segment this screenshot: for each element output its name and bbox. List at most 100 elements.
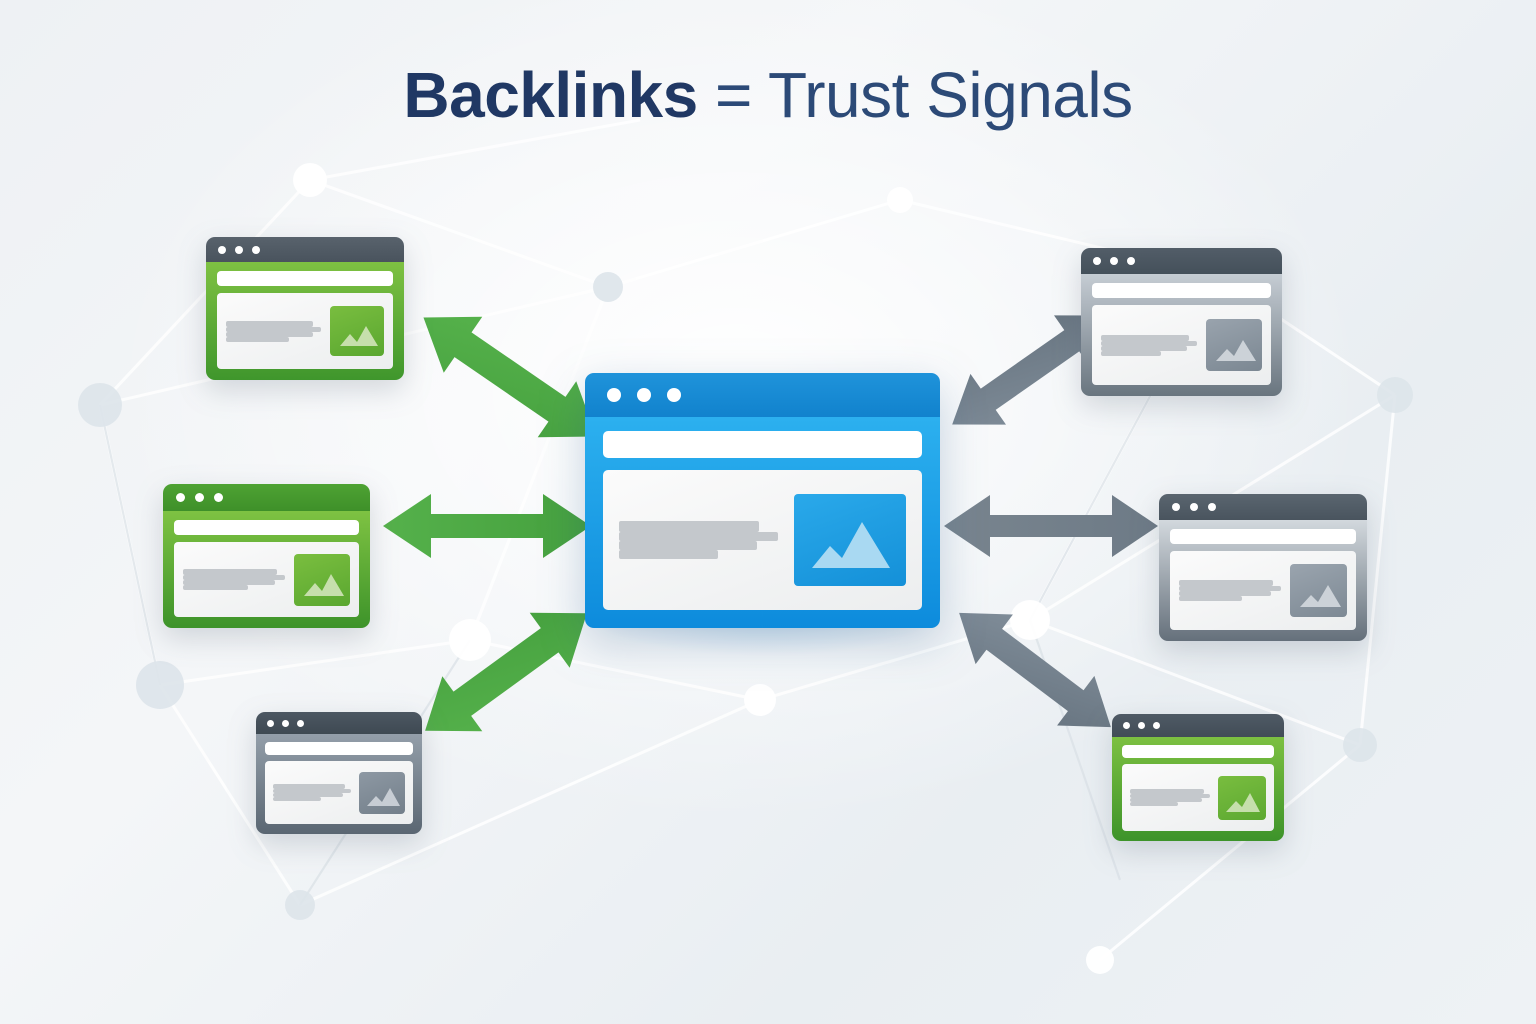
image-thumbnail (794, 494, 906, 586)
window-dot (214, 493, 223, 502)
node-bottom-left[interactable] (256, 712, 422, 834)
text-line (183, 585, 249, 590)
window-body (256, 734, 422, 834)
window-dot (267, 719, 274, 727)
window-content (265, 761, 413, 824)
window-dot (297, 719, 304, 727)
titlebar (256, 712, 422, 734)
arrow-middle-left (383, 494, 591, 558)
url-bar[interactable] (265, 742, 413, 755)
text-line (1101, 340, 1197, 346)
text-lines (226, 320, 321, 342)
window-dot (1127, 257, 1135, 265)
url-bar[interactable] (217, 271, 393, 286)
node-middle-left[interactable] (163, 484, 370, 628)
titlebar (206, 237, 404, 262)
node-center-website[interactable] (585, 373, 940, 628)
image-thumbnail (330, 306, 384, 356)
window-dot (176, 493, 185, 502)
titlebar (585, 373, 940, 417)
window-dot (1208, 503, 1216, 511)
titlebar (1112, 714, 1284, 737)
window-dot (1153, 722, 1160, 729)
window-dot (607, 388, 621, 402)
text-line (273, 797, 322, 801)
text-lines (1179, 580, 1281, 601)
window-dot (667, 388, 681, 402)
text-line (1130, 798, 1202, 802)
node-bottom-right[interactable] (1112, 714, 1284, 841)
image-thumbnail (1290, 564, 1347, 617)
text-lines (183, 569, 285, 590)
window-body (206, 262, 404, 380)
text-line (619, 550, 718, 559)
window-dot (637, 388, 651, 402)
window-dot (1172, 503, 1180, 511)
image-thumbnail (359, 771, 405, 814)
window-dot (218, 245, 226, 254)
text-line (1130, 789, 1204, 794)
text-line (1101, 334, 1190, 341)
arrow-bottom-left (425, 612, 587, 732)
text-line (619, 521, 759, 532)
window-dot (195, 493, 204, 502)
window-body (585, 417, 940, 628)
window-dot (1093, 257, 1101, 265)
text-lines (273, 784, 351, 801)
url-bar[interactable] (1092, 283, 1271, 298)
text-line (273, 789, 351, 793)
title-light: = Trust Signals (697, 59, 1133, 131)
window-body (163, 511, 370, 628)
window-content (217, 293, 393, 369)
node-middle-right[interactable] (1159, 494, 1367, 641)
node-top-right[interactable] (1081, 248, 1282, 396)
arrow-top-left (423, 316, 597, 438)
url-bar[interactable] (1170, 529, 1356, 544)
node-top-left[interactable] (206, 237, 404, 380)
window-dot (235, 245, 243, 254)
text-line (273, 784, 345, 789)
window-body (1159, 520, 1367, 641)
window-body (1112, 737, 1284, 841)
titlebar (163, 484, 370, 511)
text-line (619, 532, 778, 541)
text-line (1101, 345, 1188, 351)
text-line (1179, 586, 1281, 591)
arrow-top-right (952, 315, 1108, 425)
text-line (1101, 350, 1161, 356)
url-bar[interactable] (174, 520, 359, 535)
window-dot (1190, 503, 1198, 511)
image-thumbnail (1218, 775, 1266, 820)
text-line (226, 320, 314, 327)
window-dot (1138, 722, 1145, 729)
window-dot (282, 719, 289, 727)
url-bar[interactable] (603, 431, 922, 458)
window-content (1122, 764, 1274, 831)
url-bar[interactable] (1122, 745, 1274, 758)
text-line (1179, 591, 1271, 596)
text-line (183, 575, 285, 580)
window-content (1170, 551, 1356, 630)
image-thumbnail (294, 553, 350, 606)
text-line (1179, 596, 1243, 601)
titlebar (1081, 248, 1282, 274)
title-strong: Backlinks (403, 59, 698, 131)
text-line (183, 569, 277, 575)
text-line (183, 580, 275, 585)
page-title: Backlinks = Trust Signals (0, 59, 1536, 131)
text-line (1179, 580, 1273, 586)
text-line (273, 793, 344, 797)
text-lines (1130, 789, 1210, 806)
image-thumbnail (1206, 319, 1262, 371)
titlebar (1159, 494, 1367, 520)
text-line (226, 326, 321, 332)
window-dot (1123, 722, 1130, 729)
window-dot (252, 245, 260, 254)
text-line (1130, 802, 1178, 806)
text-lines (1101, 334, 1197, 356)
text-line (226, 331, 314, 337)
text-line (226, 336, 289, 342)
window-content (603, 470, 922, 610)
